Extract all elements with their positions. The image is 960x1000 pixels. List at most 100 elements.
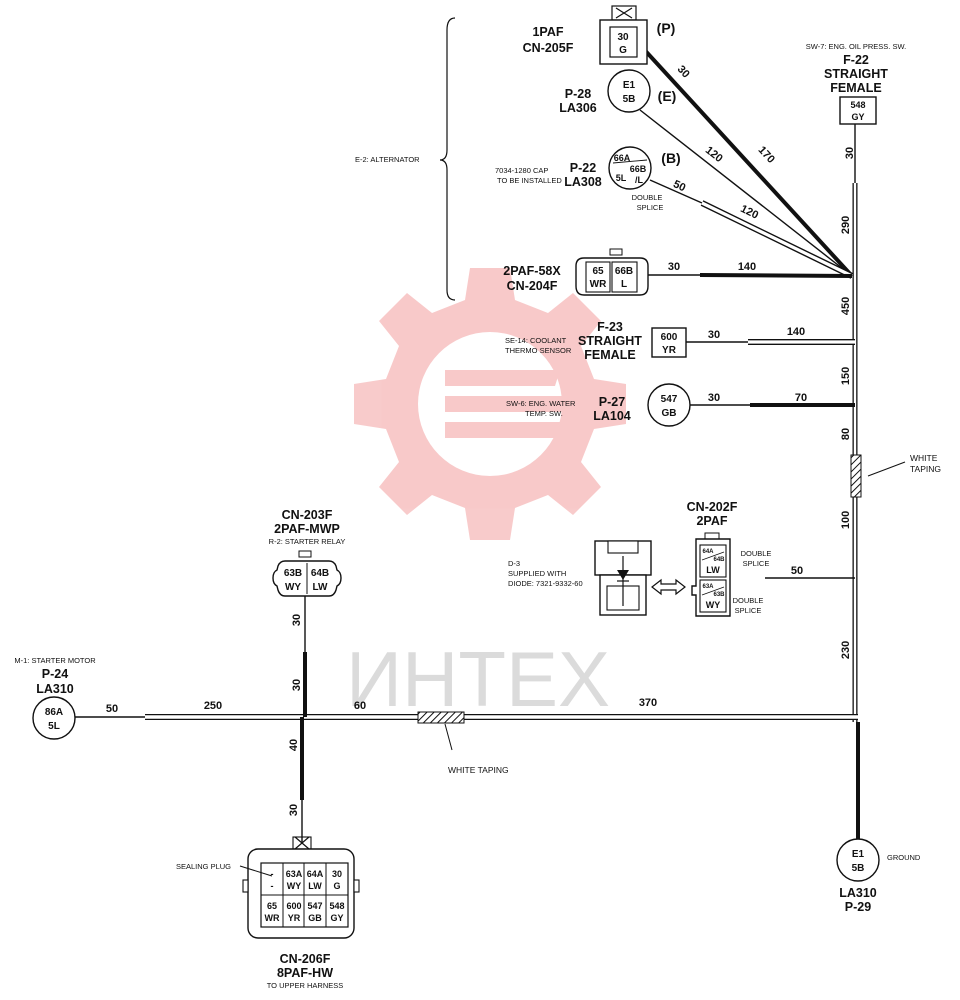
connector-f22: 548 GY	[839, 96, 877, 125]
len-30a: 30	[668, 261, 680, 273]
cn206f-c3-num: 30	[332, 869, 342, 879]
1paf-pin-num: 30	[617, 32, 629, 43]
p27-desc-2: TEMP. SW.	[525, 409, 563, 418]
p29-code: LA310	[839, 886, 877, 900]
cn203f-pin1-color: WY	[285, 582, 301, 593]
double-arrow-icon	[651, 578, 686, 596]
main-trunk	[852, 124, 860, 840]
alternator-bracket	[439, 17, 456, 301]
cn203f-pin1-num: 63B	[284, 568, 302, 579]
watermark-gear-logo	[354, 268, 626, 540]
p27-desc-1: SW-6: ENG. WATER	[506, 399, 576, 408]
watermark-text: ИНТЕХ	[346, 635, 610, 723]
len-v100: 100	[840, 511, 852, 529]
cn202f-code: 2PAF	[696, 514, 727, 528]
cn202f-p64b: 64B	[713, 557, 725, 563]
f22-desc: SW-7: ENG. OIL PRESS. SW.	[806, 42, 906, 51]
diode-d3	[594, 540, 652, 616]
p29-name: P-29	[845, 900, 871, 914]
cn203f-name: CN-203F	[282, 508, 333, 522]
1paf-name: 1PAF	[532, 25, 563, 39]
len-50alt: 50	[671, 178, 687, 194]
cn202f-ds1-1: DOUBLE	[741, 549, 772, 558]
f22-pin-num: 548	[850, 100, 865, 110]
wire-1paf	[638, 43, 854, 278]
p28-code: LA306	[559, 101, 597, 115]
cn202f-ds2-2: SPLICE	[735, 606, 762, 615]
white-taping-vertical	[850, 454, 862, 498]
len-h60: 60	[354, 700, 366, 712]
sealing-plug-pointer	[239, 865, 273, 877]
2paf58x-pin1-color: WR	[590, 279, 607, 290]
p28-name: P-28	[565, 87, 591, 101]
connector-p28: E1 5B	[607, 69, 651, 113]
f23-pin-color: YR	[662, 345, 677, 356]
p22-name: P-22	[570, 161, 596, 175]
p22-pin-color: 5L	[616, 173, 627, 183]
len-120b: 120	[738, 203, 760, 222]
p27-pin-color: GB	[662, 408, 677, 419]
f22-pin-color: GY	[851, 112, 864, 122]
cn206f-c0-color: -	[271, 881, 274, 891]
f22-name: F-22	[843, 53, 869, 67]
cn206f-c4-num: 65	[267, 901, 277, 911]
len-h50cn202: 50	[791, 565, 803, 577]
p22-pin-color2: /L	[635, 175, 644, 185]
cn206f-plug-label: SEALING PLUG	[176, 862, 231, 871]
len-h50p24: 50	[106, 703, 118, 715]
len-v80: 80	[840, 428, 852, 440]
connector-cn202f: 64A 64B LW 63A 63B WY	[691, 532, 731, 617]
p27-code: LA104	[593, 409, 631, 423]
len-h250: 250	[204, 700, 222, 712]
p29-pin-color: 5B	[852, 863, 865, 874]
2paf58x-pin2-num: 66B	[615, 266, 633, 277]
white-taping-vertical-label-2: TAPING	[910, 464, 941, 474]
connector-cn203f: 63B WY 64B LW	[272, 550, 342, 597]
p29-pin-num: E1	[852, 849, 865, 860]
connector-2paf58x: 65 WR 66B L	[575, 248, 649, 296]
1paf-pin-color: G	[619, 45, 627, 56]
p28-pin-num: E1	[623, 80, 636, 91]
p27-name: P-27	[599, 395, 625, 409]
len-r30a: 30	[291, 614, 303, 626]
alt-cap-note-2: TO BE INSTALLED	[497, 176, 562, 185]
len-170: 170	[756, 144, 777, 166]
2paf58x-pin1-num: 65	[592, 266, 604, 277]
cn206f-name: CN-206F	[280, 952, 331, 966]
cn206f-note: TO UPPER HARNESS	[267, 981, 344, 990]
connector-cn206f: - - 63A WY 64A LW 30 G 65 WR 600 YR 547 …	[242, 836, 360, 939]
2paf58x-code: CN-204F	[507, 279, 558, 293]
alt-double-splice-1: DOUBLE	[632, 193, 663, 202]
cn203f-code: 2PAF-MWP	[274, 522, 340, 536]
wire-p28	[639, 109, 853, 277]
cn202f-p64a: 64A	[702, 549, 714, 555]
len-70: 70	[795, 392, 807, 404]
f22-type-1: STRAIGHT	[824, 67, 888, 81]
connector-p27: 547 GB	[647, 383, 691, 427]
len-v450: 450	[840, 297, 852, 315]
cn202f-p-lw: LW	[706, 565, 720, 575]
p29-desc: GROUND	[887, 853, 921, 862]
cn202f-p63a: 63A	[702, 584, 714, 590]
wire-p22	[649, 179, 703, 204]
d3-note-1: SUPPLIED WITH	[508, 569, 566, 578]
f23-desc-1: SE-14: COOLANT	[505, 336, 567, 345]
1paf-tag: (P)	[657, 20, 676, 36]
p22-pin-b: 66B	[630, 164, 647, 174]
len-h370: 370	[639, 697, 657, 709]
cn206f-c6-color: GB	[308, 913, 322, 923]
len-r30b: 30	[291, 679, 303, 691]
white-taping-label: WHITE TAPING	[448, 765, 509, 775]
connector-p24: 86A 5L	[32, 696, 76, 740]
2paf58x-name: 2PAF-58X	[503, 264, 561, 278]
d3-note-2: DIODE: 7321-9332-60	[508, 579, 583, 588]
cn206f-c7-color: GY	[330, 913, 343, 923]
wire-p22-sleeve	[700, 200, 854, 279]
alt-cap-note-1: 7034-1280 CAP	[495, 166, 548, 175]
white-taping-pointer	[444, 723, 453, 751]
p22-code: LA308	[564, 175, 602, 189]
f23-desc-2: THERMO SENSOR	[505, 346, 572, 355]
cn206f-c6-num: 547	[307, 901, 322, 911]
cn206f-c1-num: 63A	[286, 869, 303, 879]
len-v150: 150	[840, 367, 852, 385]
